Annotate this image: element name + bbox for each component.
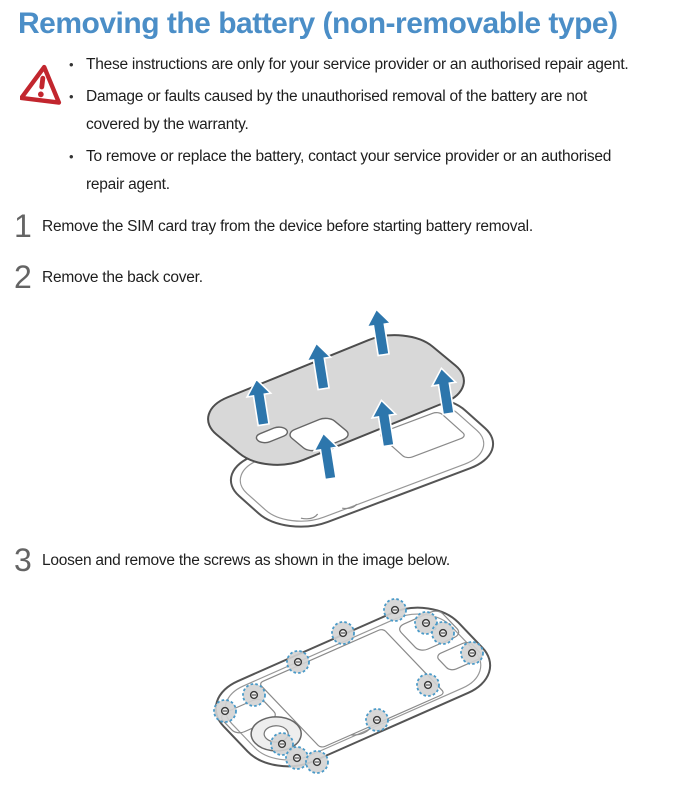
bullet-dot: • xyxy=(69,57,74,72)
warning-item: • These instructions are only for your s… xyxy=(62,51,672,79)
warning-item: • Damage or faults caused by the unautho… xyxy=(62,83,672,139)
bullet-dot: • xyxy=(69,149,74,164)
step-number: 2 xyxy=(14,259,32,295)
step-row: 1 Remove the SIM card tray from the devi… xyxy=(14,208,674,244)
screw-marker xyxy=(305,750,329,774)
step-text: Remove the SIM card tray from the device… xyxy=(42,218,533,235)
warning-text: These instructions are only for your ser… xyxy=(86,56,629,73)
screw-marker xyxy=(365,708,389,732)
step-number: 1 xyxy=(14,208,32,244)
step-text: Loosen and remove the screws as shown in… xyxy=(42,552,450,569)
screw-marker xyxy=(286,650,310,674)
screw-locations-illustration xyxy=(197,595,517,779)
step-text: Remove the back cover. xyxy=(42,269,203,286)
warning-item: • To remove or replace the battery, cont… xyxy=(62,143,672,199)
back-cover xyxy=(190,325,482,476)
screw-marker xyxy=(331,621,355,645)
screw-marker xyxy=(285,746,309,770)
warning-list: • These instructions are only for your s… xyxy=(62,51,672,203)
back-cover-removal-illustration xyxy=(176,306,512,538)
page-title: Removing the battery (non-removable type… xyxy=(18,7,618,40)
screw-marker xyxy=(383,598,407,622)
warning-text: To remove or replace the battery, contac… xyxy=(86,148,612,193)
warning-icon xyxy=(20,64,62,105)
phone-body xyxy=(212,386,512,537)
step-row: 3 Loosen and remove the screws as shown … xyxy=(14,542,674,578)
screw-marker xyxy=(460,641,484,665)
phone-frame xyxy=(197,595,508,779)
warning-text: Damage or faults caused by the unauthori… xyxy=(86,88,588,133)
screw-marker xyxy=(242,683,266,707)
screw-marker xyxy=(431,621,455,645)
screw-marker xyxy=(416,673,440,697)
bullet-dot: • xyxy=(69,89,74,104)
screw-marker xyxy=(213,699,237,723)
step-row: 2 Remove the back cover. xyxy=(14,259,674,295)
step-number: 3 xyxy=(14,542,32,578)
